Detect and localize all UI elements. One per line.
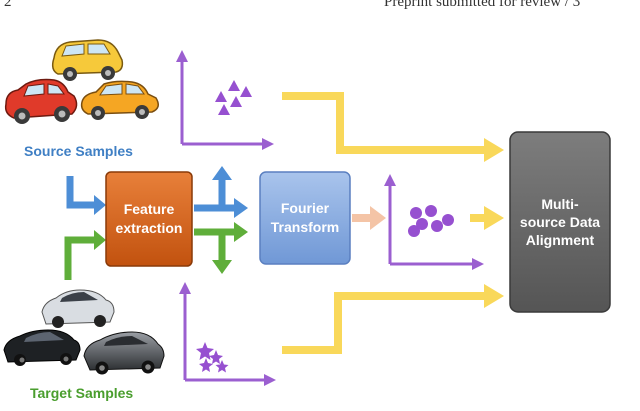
source-feature-arrow [194,166,248,218]
running-title: Preprint submitted for review / 3 [384,0,581,10]
target-samples-caption: Target Samples [30,385,134,401]
data-alignment-line1: Multi- [541,196,579,212]
red-cartoon-car-icon [4,78,78,124]
data-alignment-line2: source Data [519,214,601,230]
target-feature-arrow [194,222,248,274]
dark-grey-sedan-icon [83,331,165,375]
feature-extraction-line2: extraction [115,220,183,236]
source-flow-arrow [282,92,504,162]
target-flow-arrow [282,284,504,354]
fourier-circle-markers [408,205,454,237]
black-sedan-icon [3,329,81,366]
fourier-transform-block [259,171,351,265]
fourier-transform-line1: Fourier [280,200,330,216]
data-alignment-block [509,131,611,313]
fourier-feature-space-axes [384,174,484,270]
source-samples-caption: Source Samples [24,143,133,159]
source-input-arrow [66,176,106,215]
orange-cartoon-car-icon [80,80,159,120]
target-input-arrow [64,230,106,280]
page-number: 2 [4,0,12,10]
source-triangle-markers [215,80,252,115]
data-alignment-label: Multi- source Data Alignment [510,132,610,312]
yellow-cartoon-car-icon [51,39,124,81]
fourier-transform-label: Fourier Transform [260,172,350,264]
feature-extraction-label: Feature extraction [106,172,192,266]
feature-extraction-line1: Feature [123,201,175,217]
data-alignment-line3: Alignment [525,232,595,248]
fourier-flow-arrow [470,206,504,230]
target-star-markers [196,342,229,373]
feature-extraction-block [105,171,193,267]
source-feature-space-axes [176,50,274,150]
fourier-transform-line2: Transform [270,219,340,235]
target-feature-space-axes [179,282,276,386]
silver-sedan-icon [41,289,115,328]
fourier-output-arrow [352,206,386,230]
